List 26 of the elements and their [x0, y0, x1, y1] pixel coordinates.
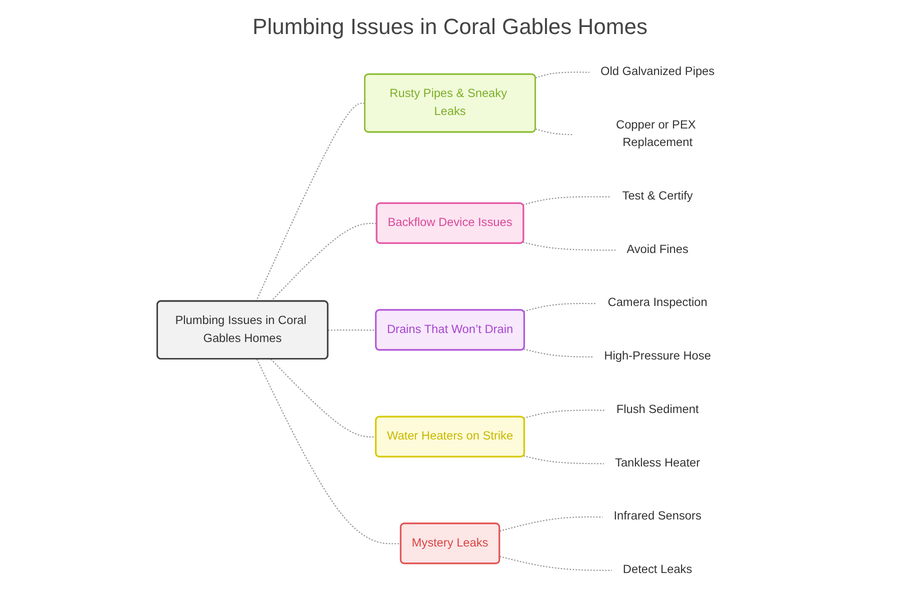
connector — [256, 102, 366, 302]
connector — [523, 348, 594, 358]
node-text: Avoid Fines — [626, 243, 688, 256]
connector — [523, 302, 598, 312]
connector — [500, 516, 603, 532]
node-text: Test & Certify — [622, 190, 693, 202]
connector — [535, 72, 590, 78]
node-text: Camera Inspection — [608, 296, 708, 310]
node-text: Tankless Heater — [615, 456, 700, 470]
connector — [522, 242, 616, 251]
connector — [535, 128, 573, 136]
connector — [522, 196, 612, 206]
connector — [270, 358, 376, 438]
node-text: High-Pressure Hose — [604, 350, 711, 363]
connector — [523, 410, 606, 419]
node-text: Copper or PEX Replacement — [616, 118, 696, 150]
connector — [256, 358, 402, 544]
connector — [270, 222, 377, 302]
diagram-title: Plumbing Issues in Coral Gables Homes — [252, 14, 648, 40]
node-text: Infrared Sensors — [614, 510, 702, 523]
connector — [523, 455, 604, 464]
node-text: Flush Sediment — [616, 403, 699, 416]
node-text: Old Galvanized Pipes — [600, 65, 715, 78]
connector — [500, 556, 612, 571]
node-text: Detect Leaks — [622, 563, 692, 576]
connector — [328, 329, 376, 331]
